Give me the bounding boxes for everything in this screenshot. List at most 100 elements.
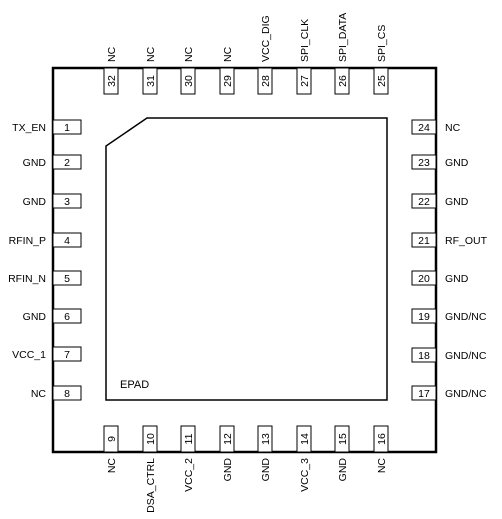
- pin-label: NC: [145, 46, 157, 62]
- pin-pad: [52, 270, 82, 286]
- pin-label: NC: [31, 388, 47, 400]
- pin-label: VCC_DIG: [260, 15, 272, 62]
- pin-label: NC: [376, 458, 388, 474]
- pin-label: GND: [445, 273, 469, 285]
- pin-23: 23 GND: [411, 154, 469, 170]
- pin-pad: [411, 308, 437, 324]
- pin-number: 26: [337, 75, 349, 87]
- pin-number: 8: [64, 388, 70, 400]
- pin-pad: [142, 425, 158, 453]
- pin-label: RFIN_N: [8, 273, 46, 285]
- pin-pad: [142, 67, 158, 95]
- pin-label: VCC_2: [183, 458, 195, 492]
- pin-number: 20: [418, 273, 430, 285]
- pin-number: 6: [64, 311, 70, 323]
- pin-number: 28: [260, 75, 272, 87]
- pin-label: DSA_CTRL: [145, 458, 157, 513]
- pin-label: TX_EN: [12, 122, 46, 134]
- pin-number: 25: [376, 75, 388, 87]
- pin-number: 7: [64, 349, 70, 361]
- pin-pad: [52, 154, 82, 170]
- pin-number: 16: [376, 433, 388, 445]
- pin-3: 3 GND: [23, 193, 82, 209]
- pin-pad: [52, 385, 82, 401]
- pin-1: 1TX_EN: [12, 119, 82, 135]
- pin-number: 21: [418, 235, 430, 247]
- pin-number: 29: [222, 75, 234, 87]
- pin-31: 31 NC: [142, 46, 158, 95]
- pin-7: 7 VCC_1: [12, 346, 82, 362]
- pin-number: 13: [260, 433, 272, 445]
- pin-number: 32: [106, 75, 118, 87]
- pin-pad: [411, 347, 437, 363]
- pin-label: GND: [445, 157, 469, 169]
- pin-label: RF_OUT: [445, 235, 488, 247]
- pin-number: 5: [64, 273, 70, 285]
- pin-number: 15: [337, 433, 349, 445]
- pin-label: GND: [445, 196, 469, 208]
- pin-22: 22 GND: [411, 193, 469, 209]
- pin-29: 29 NC: [219, 46, 235, 95]
- pin-label: NC: [106, 46, 118, 62]
- pin-label: GND: [260, 458, 272, 482]
- pin-number: 30: [183, 75, 195, 87]
- pin-pad: [257, 67, 273, 95]
- pin-label: NC: [106, 458, 118, 474]
- pin-number: 9: [106, 436, 118, 442]
- pin-label: GND: [23, 196, 47, 208]
- pin-label: GND/NC: [445, 311, 487, 323]
- pin-number: 3: [64, 196, 70, 208]
- pin-pad: [103, 425, 119, 453]
- pin-number: 22: [418, 196, 430, 208]
- pin-pad: [52, 119, 82, 135]
- pin-pad: [180, 67, 196, 95]
- pin-pad: [52, 308, 82, 324]
- pin-number: 27: [299, 75, 311, 87]
- pin-number: 31: [145, 75, 157, 87]
- pin-pad: [103, 67, 119, 95]
- pin-pad: [411, 193, 437, 209]
- pin-label: VCC_1: [12, 349, 46, 361]
- pin-label: NC: [222, 46, 234, 62]
- pin-pad: [52, 232, 82, 248]
- pin-number: 11: [183, 433, 195, 444]
- pin-pad: [373, 425, 389, 453]
- pin-label: GND: [23, 311, 47, 323]
- epad-label: EPAD: [120, 379, 149, 391]
- pin-pad: [52, 346, 82, 362]
- pin-label: GND/NC: [445, 388, 487, 400]
- pin-5: 5 RFIN_N: [8, 270, 82, 286]
- pin-label: GND: [337, 458, 349, 482]
- pin-pad: [52, 193, 82, 209]
- pin-number: 23: [418, 157, 430, 169]
- pin-pad: [411, 270, 437, 286]
- pin-number: 14: [299, 433, 311, 445]
- pin-label: GND/NC: [445, 350, 487, 362]
- pin-20: 20 GND: [411, 270, 469, 286]
- pin-pad: [219, 425, 235, 453]
- pins-left: 1TX_EN2GND3GND4RFIN_P5RFIN_N6GND7VCC_18N…: [8, 119, 82, 401]
- pin-number: 10: [145, 433, 157, 445]
- pin-number: 4: [64, 235, 70, 247]
- pin-pad: [411, 385, 437, 401]
- pin-8: 8 NC: [31, 385, 82, 401]
- pin-number: 17: [418, 388, 430, 400]
- pin-label: NC: [445, 122, 461, 134]
- pin-pad: [411, 232, 437, 248]
